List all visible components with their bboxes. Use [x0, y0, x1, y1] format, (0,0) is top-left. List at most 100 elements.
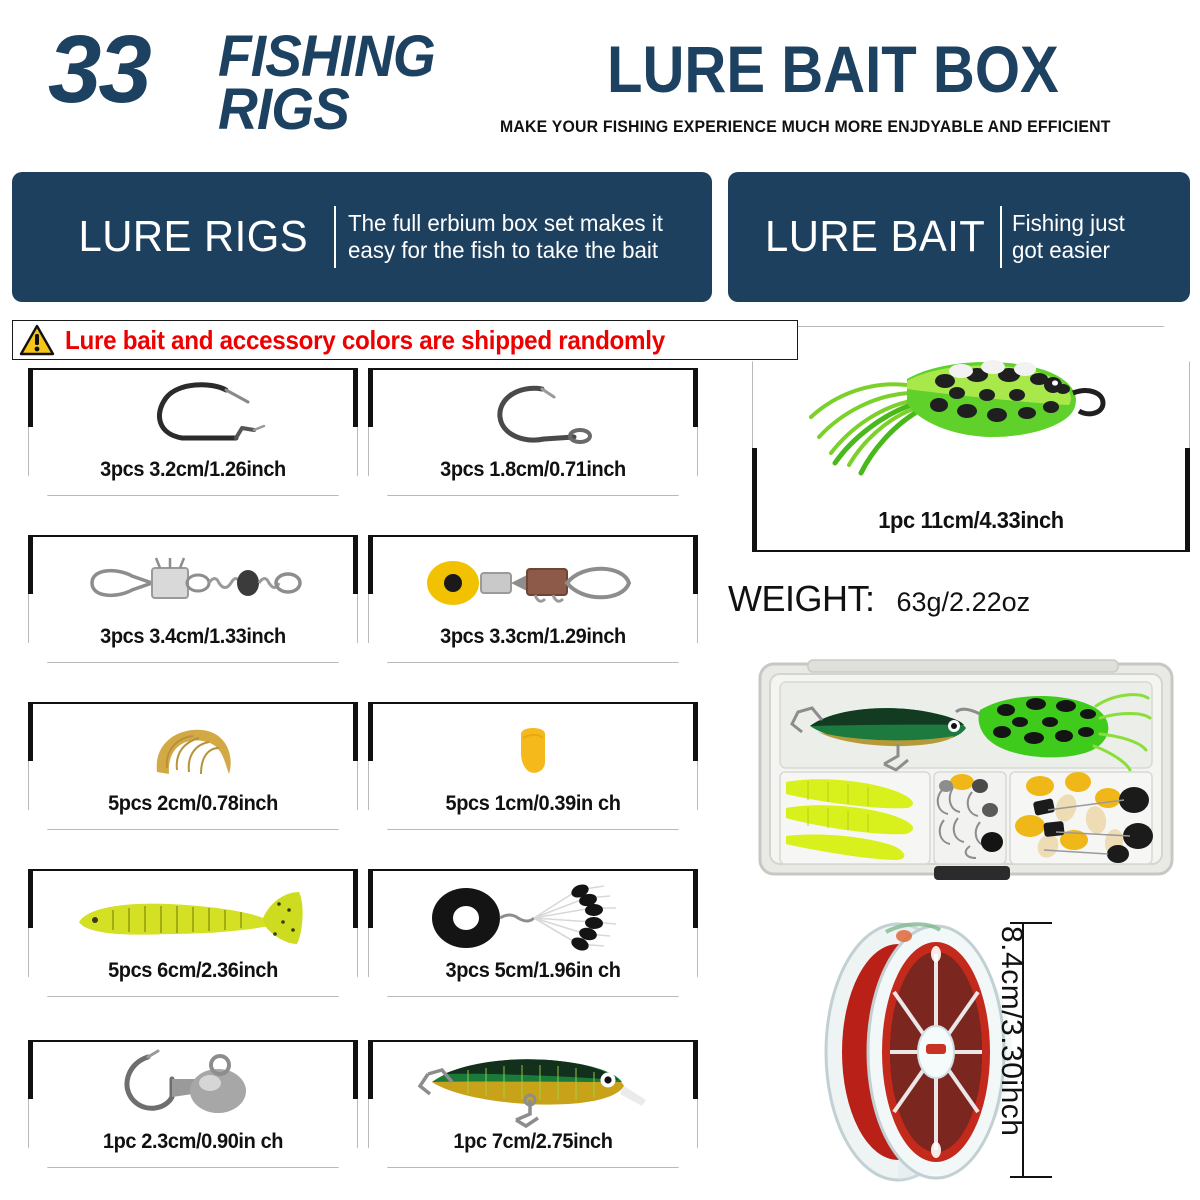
- barrel-swivel-with-snap-icon: [28, 543, 358, 622]
- card-corner-accent-top-right: [353, 702, 358, 761]
- warning-text: Lure bait and accessory colors are shipp…: [65, 324, 665, 355]
- rig-card-label: 5pcs 2cm/0.78inch: [108, 792, 278, 815]
- card-corner-accent-top-right: [693, 535, 698, 594]
- banner-divider: [999, 206, 1002, 268]
- paddle-tail-soft-bait-icon: [28, 877, 358, 956]
- rig-card-grub-worm-soft-bait: 5pcs 2cm/0.78inch: [28, 702, 358, 830]
- rig-card-jig-head-hook: 1pc 2.3cm/0.90in ch: [28, 1040, 358, 1168]
- banner-lure-bait: LURE BAIT Fishing just got easier: [728, 172, 1190, 302]
- rig-card-paddle-tail-soft-bait: 5pcs 6cm/2.36inch: [28, 869, 358, 997]
- card-top-rule: [28, 702, 358, 704]
- header-rigs-line2: RIGS: [218, 77, 350, 143]
- grub-worm-soft-bait-icon: [28, 710, 358, 789]
- banner-lure-rigs-title: LURE RIGS: [78, 212, 309, 261]
- banner-lure-bait-title: LURE BAIT: [764, 212, 986, 261]
- banner-lure-rigs: LURE RIGS The full erbium box set makes …: [12, 172, 712, 302]
- card-corner-accent-top-right: [693, 702, 698, 761]
- card-top-rule: [368, 1040, 698, 1042]
- card-top-rule: [28, 1040, 358, 1042]
- card-frame: [28, 702, 358, 830]
- banner-lure-bait-sub-line2: got easier: [1011, 237, 1110, 263]
- card-corner-accent-top-right: [693, 869, 698, 928]
- offset-worm-hook-icon: [28, 376, 358, 455]
- jig-head-hook-icon: [28, 1048, 358, 1127]
- weight-label: WEIGHT:: [728, 578, 875, 619]
- minnow-crankbait-icon: [368, 1048, 698, 1128]
- rig-card-label: 3pcs 5cm/1.96in ch: [445, 959, 621, 982]
- tackle-box-photo: [748, 650, 1184, 900]
- spool-dimension-annotation: 8.4cm/3.30ihch: [995, 916, 1070, 1184]
- card-corner-accent-top-left: [368, 368, 373, 427]
- circle-hook-icon: [368, 376, 698, 455]
- card-frame: [28, 1040, 358, 1168]
- card-corner-accent-top-right: [353, 869, 358, 928]
- card-frame: [368, 869, 698, 997]
- rig-card-offset-worm-hook: 3pcs 3.2cm/1.26inch: [28, 368, 358, 496]
- shipping-color-warning: Lure bait and accessory colors are shipp…: [12, 320, 798, 360]
- banner-lure-rigs-subtitle: The full erbium box set makes it easy fo…: [348, 210, 663, 264]
- spool-dimension-text: 8.4cm/3.30ihch: [995, 926, 1028, 1137]
- page-title: LURE BAIT BOX: [607, 32, 1059, 106]
- card-corner-accent-top-right: [693, 368, 698, 427]
- card-corner-accent-bottom-right: [1185, 448, 1190, 552]
- rig-card-corn-soft-bait: 5pcs 1cm/0.39in ch: [368, 702, 698, 830]
- rig-card-label: 5pcs 1cm/0.39in ch: [445, 792, 621, 815]
- warning-triangle-icon: [19, 324, 55, 356]
- banner-lure-rigs-sub-line2: easy for the fish to take the bait: [347, 237, 658, 263]
- rig-card-label: 1pc 7cm/2.75inch: [453, 1130, 613, 1153]
- bait-card-label: 1pc 11cm/4.33inch: [878, 507, 1064, 533]
- bait-card-soft-frog-lure: 1pc 11cm/4.33inch: [752, 326, 1190, 552]
- header-rig-count: 33: [48, 16, 152, 123]
- card-top-rule: [28, 368, 358, 370]
- banner-divider: [333, 206, 336, 268]
- rig-card-barrel-swivel-with-snap: 3pcs 3.4cm/1.33inch: [28, 535, 358, 663]
- rig-card-circle-hook: 3pcs 1.8cm/0.71inch: [368, 368, 698, 496]
- card-corner-accent-top-right: [353, 368, 358, 427]
- soft-frog-lure-icon: [752, 340, 1190, 489]
- weight-row: WEIGHT: 63g/2.22oz: [728, 578, 1030, 620]
- banner-lure-bait-sub-line1: Fishing just: [1011, 209, 1125, 236]
- rig-card-label: 5pcs 6cm/2.36inch: [108, 959, 278, 982]
- rig-card-float-bead-swivel-snap: 3pcs 3.3cm/1.29inch: [368, 535, 698, 663]
- banner-lure-rigs-sub-line1: The full erbium box set makes it: [347, 209, 663, 236]
- card-bottom-rule: [752, 550, 1190, 552]
- card-top-rule: [368, 702, 698, 704]
- rig-card-label: 3pcs 3.4cm/1.33inch: [100, 625, 286, 648]
- card-top-rule: [368, 368, 698, 370]
- fishing-line-spool-photo: [812, 910, 1032, 1190]
- dimension-cap-bottom: [1010, 1176, 1052, 1178]
- rig-card-minnow-crankbait: 1pc 7cm/2.75inch: [368, 1040, 698, 1168]
- rig-card-label: 3pcs 3.2cm/1.26inch: [100, 458, 286, 481]
- card-corner-accent-top-right: [353, 1040, 358, 1099]
- card-corner-accent-top-left: [368, 702, 373, 761]
- card-corner-accent-top-right: [353, 535, 358, 594]
- card-corner-accent-top-left: [368, 535, 373, 594]
- dimension-cap-top: [1010, 922, 1052, 924]
- weight-value: 63g/2.22oz: [896, 587, 1031, 617]
- card-corner-accent-top-left: [28, 535, 33, 594]
- rig-card-label: 1pc 2.3cm/0.90in ch: [102, 1130, 284, 1153]
- card-corner-accent-top-left: [28, 368, 33, 427]
- card-corner-accent-top-left: [28, 869, 33, 928]
- page-header: 33 FISHING RIGS LURE BAIT BOX MAKE YOUR …: [0, 0, 1200, 165]
- card-frame: [368, 535, 698, 663]
- card-corner-accent-top-right: [693, 1040, 698, 1099]
- corn-soft-bait-icon: [368, 710, 698, 789]
- card-top-rule: [368, 535, 698, 537]
- card-top-rule: [28, 535, 358, 537]
- card-corner-accent-top-left: [28, 702, 33, 761]
- card-corner-accent-top-left: [368, 869, 373, 928]
- card-top-rule: [28, 869, 358, 871]
- rig-card-label: 3pcs 1.8cm/0.71inch: [440, 458, 626, 481]
- rig-card-label: 3pcs 3.3cm/1.29inch: [440, 625, 626, 648]
- card-frame: [28, 535, 358, 663]
- card-corner-accent-top-left: [28, 1040, 33, 1099]
- card-top-rule: [368, 869, 698, 871]
- card-corner-accent-top-left: [368, 1040, 373, 1099]
- card-corner-accent-bottom-left: [752, 448, 757, 552]
- banner-lure-bait-subtitle: Fishing just got easier: [1012, 210, 1125, 264]
- float-bead-swivel-snap-icon: [368, 543, 698, 622]
- header-tagline: MAKE YOUR FISHING EXPERIENCE MUCH MORE E…: [500, 118, 1111, 136]
- space-bean-bobber-stops-icon: [368, 877, 698, 956]
- header-rigs-line1: FISHING: [218, 24, 436, 89]
